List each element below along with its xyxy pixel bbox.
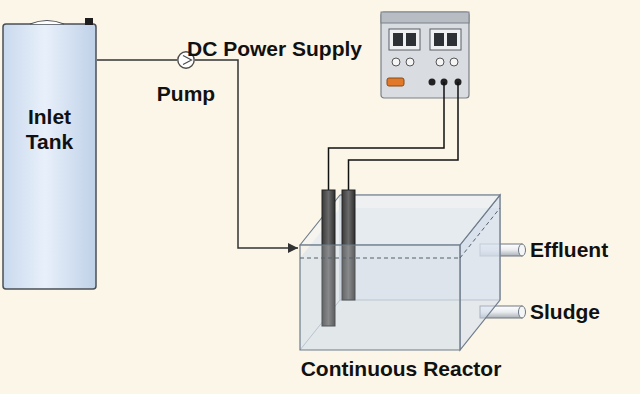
- drawing-part: [3, 24, 96, 289]
- drawing-part: [429, 79, 436, 86]
- reactor: Continuous Reactor: [298, 190, 504, 352]
- drawing-part: [434, 33, 444, 46]
- node-label: Pump: [137, 81, 235, 106]
- node-label: Continuous Reactor: [288, 356, 514, 381]
- drawing-part: [443, 82, 445, 100]
- drawing-part: [392, 58, 400, 66]
- drawing-part: [519, 244, 526, 256]
- drawing-part: [300, 258, 460, 259]
- drawing-part: [30, 21, 64, 25]
- drawing-part: [389, 29, 420, 50]
- drawing-part: [430, 29, 461, 50]
- drawing-part: [450, 58, 458, 66]
- drawing-part: [457, 82, 459, 100]
- drawing-part: [447, 33, 457, 46]
- drawing-part: [436, 58, 444, 66]
- drawing-part: [460, 208, 500, 258]
- drawing-part: [381, 12, 469, 98]
- tank-outline: [2, 18, 97, 290]
- drawing-part: [393, 33, 403, 46]
- node-label: DC Power Supply: [187, 36, 362, 61]
- drawing-part: [381, 12, 469, 23]
- node-label: Inlet Tank: [10, 104, 90, 154]
- drawing-part: [406, 33, 416, 46]
- drawing-part: [387, 78, 404, 86]
- inlet-tank: Inlet Tank: [2, 18, 97, 290]
- reactor-vessel: [298, 190, 504, 352]
- drawing-part: [406, 58, 414, 66]
- power-supply-device: [378, 8, 472, 100]
- power-supply: DC Power Supply: [378, 8, 472, 100]
- drawing-part: [519, 306, 526, 318]
- power-wire: [349, 100, 459, 190]
- outlet-label: Effluent: [530, 237, 608, 262]
- drawing-part: [300, 245, 460, 350]
- pipe-line: [97, 59, 177, 61]
- power-wire: [329, 100, 445, 190]
- drawing-part: [85, 18, 93, 25]
- outlet-label: Sludge: [530, 299, 600, 324]
